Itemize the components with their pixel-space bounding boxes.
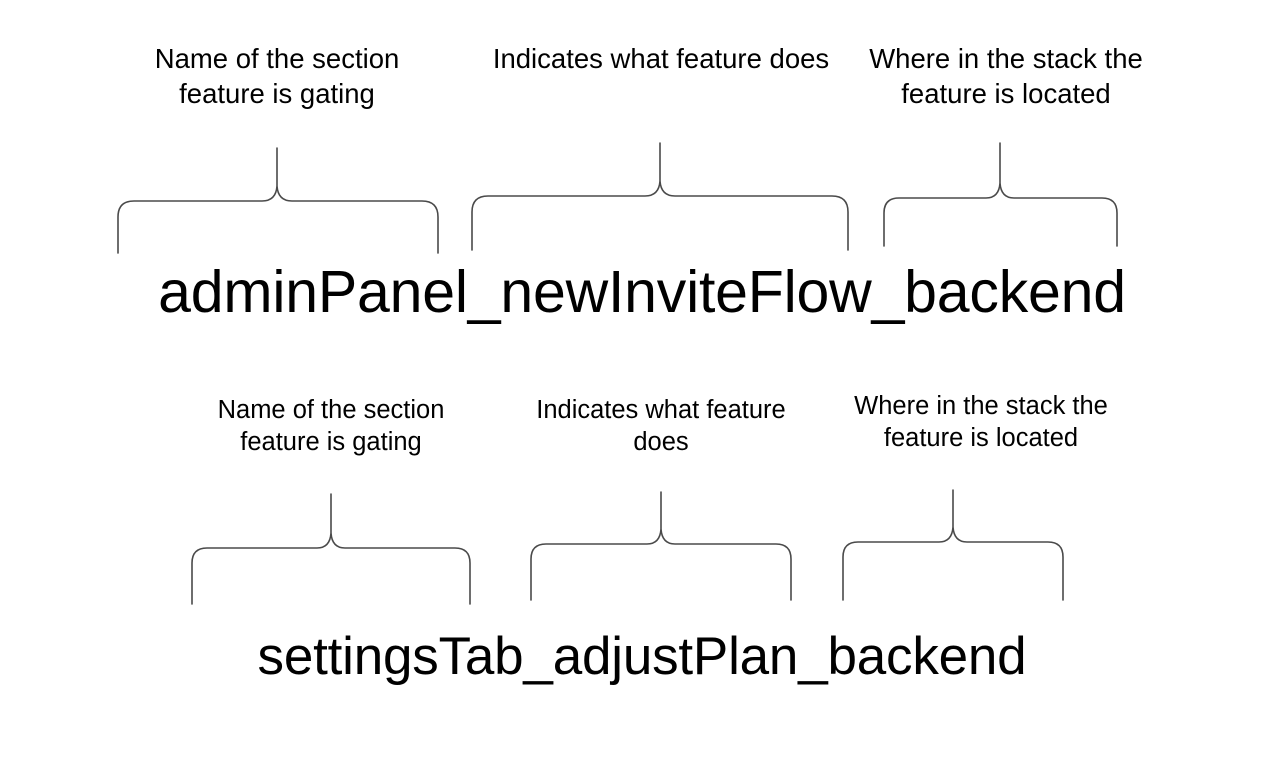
curly-brace-feature-action [471,142,849,251]
caption-section-name: Name of the section feature is gating [154,43,400,109]
flag-example-row-2: Name of the section feature is gating In… [0,372,1284,758]
flag-example-row-1: Name of the section feature is gating In… [0,0,1284,360]
flag-name-text: adminPanel_newInviteFlow_backend [158,259,1126,325]
curly-brace-section-name [191,493,471,605]
curly-brace-stack-location [842,489,1064,601]
caption-section-name: Name of the section feature is gating [217,396,445,457]
caption-feature-action: Indicates what feature does [492,43,830,74]
curly-brace-section-name [117,147,439,254]
flag-name-text: settingsTab_adjustPlan_backend [257,627,1027,686]
caption-feature-action: Indicates what feature does [536,396,786,457]
curly-brace-stack-location [883,142,1118,247]
caption-stack-location: Where in the stack the feature is locate… [854,392,1108,453]
caption-stack-location: Where in the stack the feature is locate… [869,43,1143,109]
curly-brace-feature-action [530,491,792,601]
